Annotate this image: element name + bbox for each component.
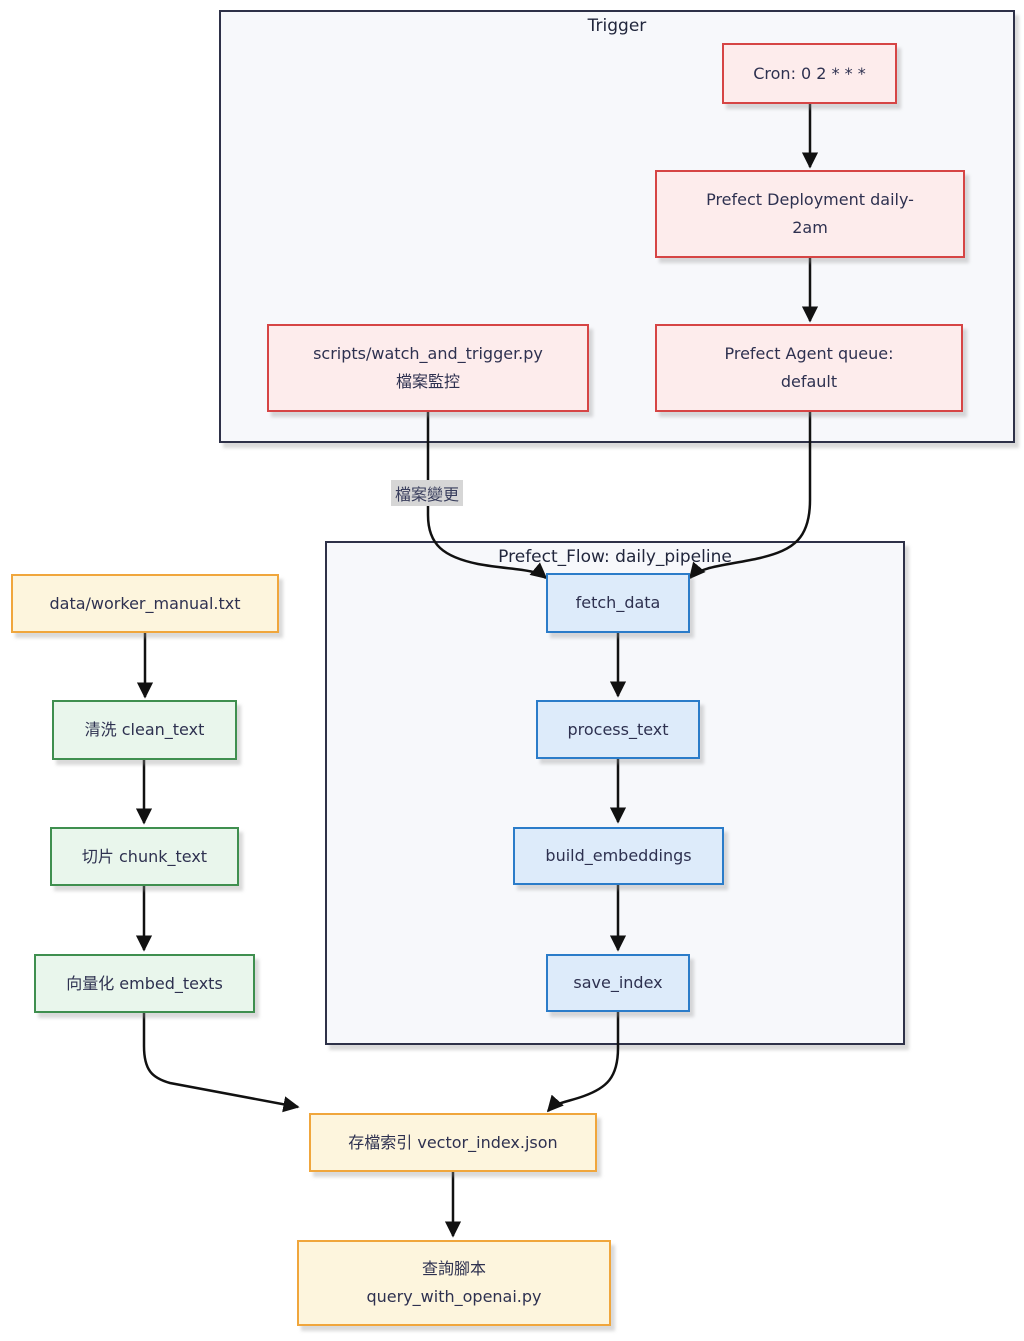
node-process-text: process_text	[536, 700, 700, 759]
node-watch-script-line2: 檔案監控	[395, 372, 460, 391]
node-process-text-label: process_text	[567, 719, 669, 739]
node-vector-index-label: 存檔索引 vector_index.json	[348, 1132, 558, 1152]
edge-save-index-to-vector-index	[546, 1012, 620, 1113]
node-cron-label: Cron: 0 2 * * *	[753, 63, 866, 83]
node-save-index: save_index	[546, 954, 690, 1012]
node-prefect-deployment-line2: 2am	[792, 218, 828, 237]
edge-agent-to-fetch-data	[688, 412, 812, 580]
node-query-script-line1: 查詢腳本	[421, 1259, 486, 1278]
node-worker-manual: data/worker_manual.txt	[11, 574, 279, 633]
node-prefect-deployment: Prefect Deployment daily- 2am	[655, 170, 965, 258]
node-worker-manual-label: data/worker_manual.txt	[49, 593, 241, 613]
node-clean-text: 清洗 clean_text	[52, 700, 237, 760]
node-fetch-data-label: fetch_data	[575, 593, 661, 612]
node-build-embeddings-label: build_embeddings	[545, 846, 692, 865]
node-cron: Cron: 0 2 * * *	[722, 43, 897, 104]
node-watch-script-line1: scripts/watch_and_trigger.py	[313, 344, 543, 363]
edge-label-file-change: 檔案變更	[390, 480, 464, 506]
node-prefect-agent-line2: default	[780, 372, 838, 391]
node-chunk-text: 切片 chunk_text	[50, 827, 239, 886]
node-fetch-data: fetch_data	[546, 573, 690, 633]
node-embed-texts: 向量化 embed_texts	[34, 954, 255, 1013]
node-vector-index: 存檔索引 vector_index.json	[309, 1113, 597, 1172]
node-build-embeddings: build_embeddings	[513, 827, 724, 885]
node-watch-script: scripts/watch_and_trigger.py 檔案監控	[267, 324, 589, 412]
node-save-index-label: save_index	[573, 973, 663, 992]
node-query-script: 查詢腳本 query_with_openai.py	[297, 1240, 611, 1326]
edge-watcher-to-fetch-data	[426, 412, 548, 580]
node-prefect-deployment-line1: Prefect Deployment daily-	[706, 190, 914, 209]
node-chunk-text-label: 切片 chunk_text	[81, 846, 208, 866]
node-clean-text-label: 清洗 clean_text	[84, 720, 205, 739]
trigger-container-title: Trigger	[587, 16, 647, 36]
edge-embed-texts-to-vector-index	[142, 1013, 300, 1113]
node-query-script-line2: query_with_openai.py	[366, 1287, 542, 1306]
flow-container-title: Prefect_Flow: daily_pipeline	[498, 547, 732, 567]
node-prefect-agent: Prefect Agent queue: default	[655, 324, 963, 412]
node-embed-texts-label: 向量化 embed_texts	[66, 973, 223, 993]
node-prefect-agent-line1: Prefect Agent queue:	[724, 344, 894, 363]
